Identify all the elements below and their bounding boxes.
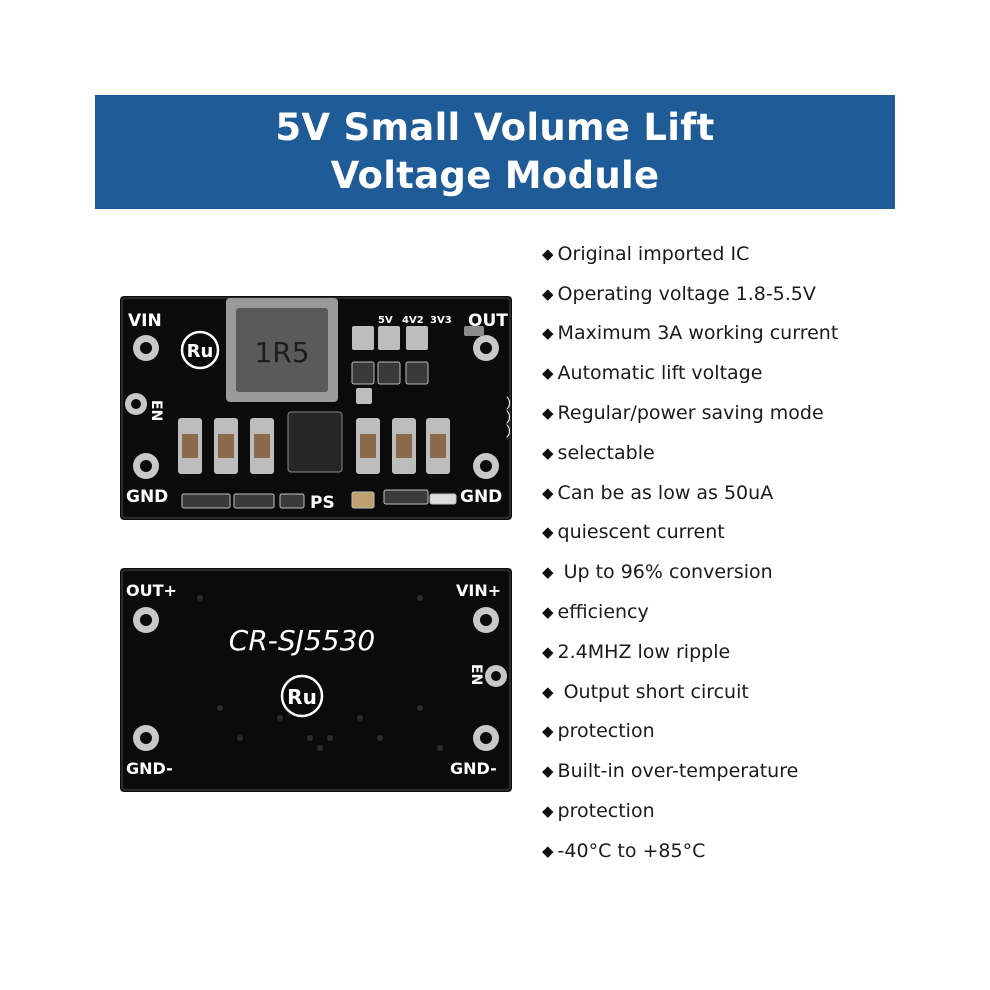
label-4v2: 4V2 [402, 315, 424, 326]
feature-item: ◆Regular/power saving mode [542, 393, 838, 433]
feature-text: Maximum 3A working current [557, 322, 839, 345]
label-gnd-minus-right: GND- [450, 759, 497, 778]
diamond-bullet-icon: ◆ [542, 722, 554, 741]
feature-text: Automatic lift voltage [557, 362, 763, 385]
title-banner: 5V Small Volume Lift Voltage Module [95, 95, 895, 209]
diamond-bullet-icon: ◆ [542, 364, 554, 383]
feature-item: ◆Maximum 3A working current [542, 314, 838, 354]
feature-item: ◆ Up to 96% conversion [542, 552, 838, 592]
ru-logo: Ru [180, 330, 220, 370]
diamond-bullet-icon: ◆ [542, 682, 554, 701]
solder-pads [125, 335, 499, 479]
diamond-bullet-icon: ◆ [542, 603, 554, 622]
feature-item: ◆Built-in over-temperature [542, 751, 838, 791]
ru-logo-back: Ru [280, 674, 324, 718]
diamond-bullet-icon: ◆ [542, 324, 554, 343]
diamond-bullet-icon: ◆ [542, 443, 554, 462]
feature-item: ◆protection [542, 712, 838, 752]
feature-text: Can be as low as 50uA [557, 481, 774, 504]
label-3v3: 3V3 [430, 315, 452, 326]
label-out: OUT [468, 311, 508, 331]
feature-item: ◆Can be as low as 50uA [542, 473, 838, 513]
pcb-bottom-view: CR-SJ5530 Ru OUT+ VIN+ EN GND- GND- [120, 568, 512, 792]
label-5v: 5V [378, 315, 393, 326]
feature-item: ◆efficiency [542, 592, 838, 632]
diamond-bullet-icon: ◆ [542, 284, 554, 303]
inductor-marking: 1R5 [254, 336, 309, 369]
feature-text: Built-in over-temperature [557, 760, 799, 783]
banner-title-line-1: 5V Small Volume Lift [275, 106, 715, 149]
svg-text:Ru: Ru [287, 685, 317, 709]
feature-text: selectable [557, 441, 655, 464]
diamond-bullet-icon: ◆ [542, 523, 554, 542]
svg-text:Ru: Ru [187, 341, 214, 362]
banner-title-line-2: Voltage Module [330, 154, 660, 197]
feature-list: ◆Original imported IC◆Operating voltage … [542, 234, 838, 871]
feature-text: -40°C to +85°C [557, 839, 706, 862]
feature-item: ◆selectable [542, 433, 838, 473]
label-vin-plus: VIN+ [456, 581, 501, 600]
feature-item: ◆protection [542, 791, 838, 831]
pcb-top-view: 1R5 [120, 296, 512, 520]
diamond-bullet-icon: ◆ [542, 762, 554, 781]
label-ps: PS [310, 493, 335, 513]
label-vin: VIN [128, 311, 162, 331]
feature-item: ◆Original imported IC [542, 234, 838, 274]
label-en: EN [148, 400, 164, 421]
diamond-bullet-icon: ◆ [542, 404, 554, 423]
feature-text: efficiency [557, 601, 649, 624]
resistors [181, 489, 457, 509]
solder-pads-back [133, 607, 507, 751]
feature-item: ◆ Output short circuit [542, 672, 838, 712]
voltage-select-pads [351, 326, 484, 404]
diamond-bullet-icon: ◆ [542, 642, 554, 661]
feature-text: Original imported IC [557, 242, 750, 265]
diamond-bullet-icon: ◆ [542, 483, 554, 502]
feature-item: ◆Automatic lift voltage [542, 353, 838, 393]
svg-text:⌒⌒⌒: ⌒⌒⌒ [494, 396, 510, 438]
feature-text: 2.4MHZ low ripple [557, 640, 731, 663]
feature-item: ◆Operating voltage 1.8-5.5V [542, 274, 838, 314]
feature-text: Regular/power saving mode [557, 402, 824, 425]
ic-chip [287, 411, 343, 473]
feature-item: ◆2.4MHZ low ripple [542, 632, 838, 672]
diamond-bullet-icon: ◆ [542, 563, 554, 582]
feature-item: ◆-40°C to +85°C [542, 831, 838, 871]
diamond-bullet-icon: ◆ [542, 244, 554, 263]
capacitors-right [356, 418, 450, 474]
diamond-bullet-icon: ◆ [542, 802, 554, 821]
label-gnd-left: GND [126, 487, 168, 507]
feature-text: Up to 96% conversion [557, 561, 773, 584]
label-gnd-minus-left: GND- [126, 759, 173, 778]
feature-text: quiescent current [557, 521, 725, 544]
label-gnd-right: GND [460, 487, 502, 507]
feature-text: Output short circuit [557, 680, 749, 703]
label-out-plus: OUT+ [126, 581, 177, 600]
label-en-back: EN [468, 664, 484, 685]
diamond-bullet-icon: ◆ [542, 841, 554, 860]
feature-text: Operating voltage 1.8-5.5V [557, 282, 816, 305]
feature-text: protection [557, 720, 655, 743]
model-number: CR-SJ5530 [229, 624, 375, 657]
feature-text: protection [557, 800, 655, 823]
capacitors-left [178, 418, 274, 474]
inductor: 1R5 [226, 298, 338, 402]
vias [197, 595, 443, 751]
feature-item: ◆quiescent current [542, 513, 838, 553]
